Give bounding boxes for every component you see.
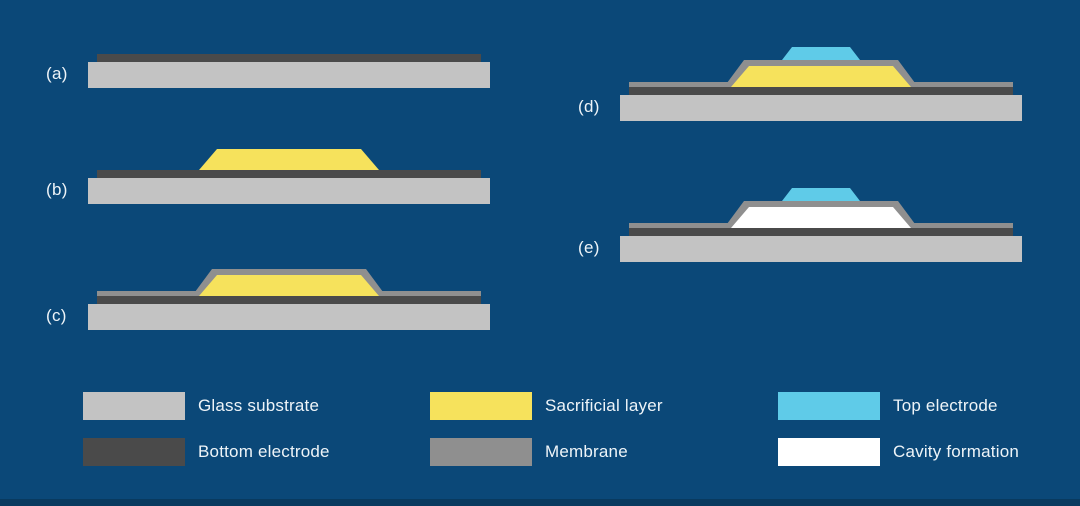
legend-item-cavity-formation: Cavity formation xyxy=(778,438,1019,466)
bottom-electrode-layer xyxy=(629,87,1013,95)
membrane-swatch xyxy=(430,438,532,466)
top-electrode-layer xyxy=(782,47,860,60)
glass-substrate-layer xyxy=(88,178,490,204)
step-d-label: (d) xyxy=(578,97,600,116)
cavity-formation-swatch xyxy=(778,438,880,466)
legend-item-membrane: Membrane xyxy=(430,438,628,466)
glass-substrate-layer xyxy=(620,236,1022,262)
legend-item-bottom-electrode: Bottom electrode xyxy=(83,438,330,466)
step-c-label: (c) xyxy=(46,306,67,325)
glass-substrate-swatch xyxy=(83,392,185,420)
process-step-d: (d) xyxy=(578,47,1022,121)
process-step-c: (c) xyxy=(46,269,490,330)
legend-label: Cavity formation xyxy=(893,442,1020,461)
device-stack-a xyxy=(88,54,490,88)
sacrificial-layer xyxy=(199,275,379,296)
device-stack-c xyxy=(88,269,490,330)
cavity-formation-layer xyxy=(731,207,911,228)
bottom-electrode-layer xyxy=(97,54,481,62)
legend-label: Membrane xyxy=(545,442,628,461)
step-a-label: (a) xyxy=(46,64,68,83)
sacrificial-layer xyxy=(199,149,379,170)
step-b-label: (b) xyxy=(46,180,68,199)
legend-label: Glass substrate xyxy=(198,396,320,415)
bottom-accent-bar xyxy=(0,499,1080,506)
process-step-a: (a) xyxy=(46,54,490,88)
bottom-electrode-layer xyxy=(97,170,481,178)
sacrificial-layer xyxy=(731,66,911,87)
device-stack-d xyxy=(620,47,1022,121)
bottom-electrode-layer xyxy=(629,228,1013,236)
glass-substrate-layer xyxy=(620,95,1022,121)
glass-substrate-layer xyxy=(88,62,490,88)
step-e-label: (e) xyxy=(578,238,600,257)
glass-substrate-layer xyxy=(88,304,490,330)
legend-item-top-electrode: Top electrode xyxy=(778,392,998,420)
legend-item-sacrificial-layer: Sacrificial layer xyxy=(430,392,663,420)
process-step-b: (b) xyxy=(46,149,490,204)
top-electrode-swatch xyxy=(778,392,880,420)
bottom-electrode-swatch xyxy=(83,438,185,466)
legend-label: Bottom electrode xyxy=(198,442,330,461)
device-stack-b xyxy=(88,149,490,204)
legend-item-glass-substrate: Glass substrate xyxy=(83,392,319,420)
legend-label: Sacrificial layer xyxy=(545,396,663,415)
top-electrode-layer xyxy=(782,188,860,201)
sacrificial-layer-swatch xyxy=(430,392,532,420)
process-step-e: (e) xyxy=(578,188,1022,262)
device-stack-e xyxy=(620,188,1022,262)
legend-label: Top electrode xyxy=(893,396,998,415)
bottom-electrode-layer xyxy=(97,296,481,304)
